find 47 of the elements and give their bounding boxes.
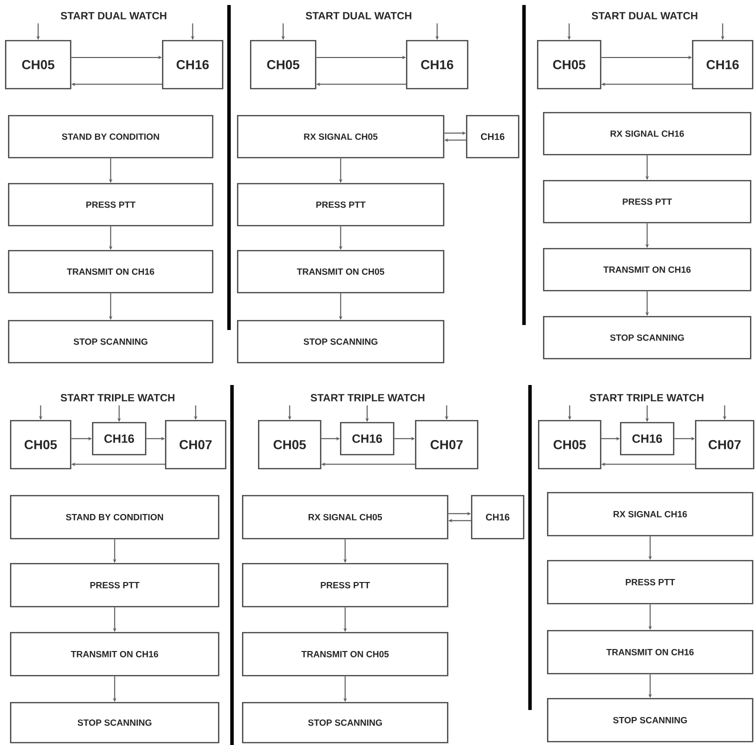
- process-box: TRANSMIT ON CH16: [547, 630, 754, 674]
- heading-text: START TRIPLE WATCH: [310, 394, 424, 402]
- heading-text: START TRIPLE WATCH: [60, 394, 174, 402]
- channel-box: CH05: [538, 420, 602, 470]
- heading-text: START DUAL WATCH: [592, 12, 698, 20]
- channel-box: CH16: [620, 422, 674, 456]
- process-box: RX SIGNAL CH05: [242, 495, 448, 540]
- channel-box: CH05: [5, 40, 72, 90]
- channel-box: CH07: [165, 420, 226, 470]
- channel-box: CH05: [10, 420, 72, 470]
- process-box: PRESS PTT: [10, 563, 220, 608]
- heading-text: START DUAL WATCH: [60, 12, 166, 20]
- process-box: STOP SCANNING: [237, 320, 444, 364]
- process-box: TRANSMIT ON CH05: [242, 632, 448, 676]
- process-box: STOP SCANNING: [543, 316, 752, 360]
- process-box: PRESS PTT: [8, 183, 214, 226]
- process-box: PRESS PTT: [543, 180, 752, 224]
- process-box: RX SIGNAL CH16: [547, 492, 754, 536]
- process-box: PRESS PTT: [242, 563, 448, 608]
- process-box: PRESS PTT: [547, 560, 754, 604]
- channel-box: CH05: [250, 40, 316, 90]
- channel-box: CH05: [258, 420, 322, 470]
- process-box: STAND BY CONDITION: [10, 495, 220, 540]
- channel-box: CH16: [466, 115, 520, 158]
- channel-box: CH07: [415, 420, 478, 470]
- process-box: STOP SCANNING: [8, 320, 214, 364]
- channel-box: CH16: [340, 422, 394, 456]
- process-box: TRANSMIT ON CH16: [10, 632, 220, 676]
- channel-box: CH16: [92, 422, 146, 456]
- process-box: PRESS PTT: [237, 183, 444, 226]
- channel-box: CH16: [692, 40, 754, 90]
- process-box: TRANSMIT ON CH05: [237, 250, 444, 294]
- process-box: STOP SCANNING: [242, 702, 448, 744]
- process-box: TRANSMIT ON CH16: [543, 248, 752, 292]
- process-box: STAND BY CONDITION: [8, 115, 214, 158]
- process-box: RX SIGNAL CH05: [237, 115, 444, 158]
- process-box: STOP SCANNING: [10, 702, 220, 744]
- process-box: RX SIGNAL CH16: [543, 112, 752, 156]
- channel-box: CH07: [695, 420, 754, 470]
- channel-box: CH05: [537, 40, 602, 90]
- channel-box: CH16: [471, 495, 524, 540]
- process-box: STOP SCANNING: [547, 698, 754, 742]
- channel-box: CH16: [162, 40, 224, 90]
- process-box: TRANSMIT ON CH16: [8, 250, 214, 294]
- heading-text: START TRIPLE WATCH: [590, 394, 704, 402]
- channel-box: CH16: [406, 40, 468, 90]
- heading-text: START DUAL WATCH: [306, 12, 412, 20]
